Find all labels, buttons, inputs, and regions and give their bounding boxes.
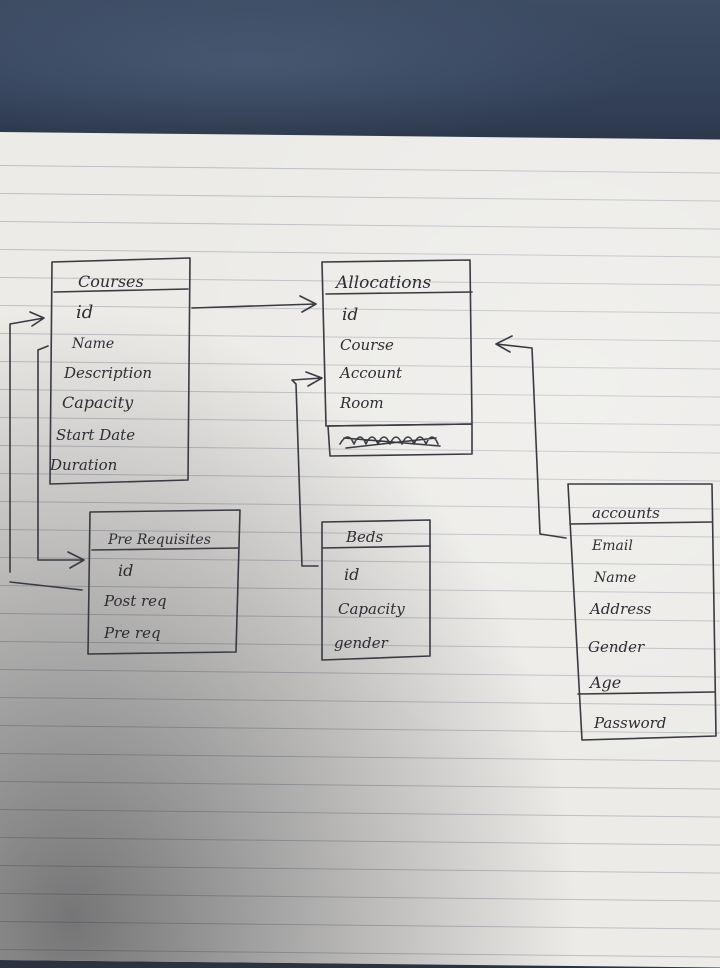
beds-header-line bbox=[321, 545, 431, 549]
accounts-field-address: Address bbox=[588, 600, 652, 618]
accounts-field-email: Email bbox=[591, 538, 633, 554]
prerequisites-field-id: id bbox=[118, 561, 133, 580]
courses-field-name: Name bbox=[71, 336, 114, 352]
allocations-title: Allocations bbox=[334, 273, 431, 293]
beds-field-capacity: Capacity bbox=[338, 600, 405, 618]
prerequisites-field-postreq: Post req bbox=[103, 592, 167, 610]
beds-title: Beds bbox=[345, 528, 384, 546]
arrow-beds-to-allocations bbox=[291, 371, 323, 567]
allocations-lower-box bbox=[327, 423, 473, 457]
accounts-field-name: Name bbox=[593, 570, 636, 586]
accounts-field-gender: Gender bbox=[588, 638, 645, 656]
courses-box bbox=[49, 257, 191, 485]
courses-field-start-date: Start Date bbox=[56, 426, 135, 444]
accounts-header-line bbox=[569, 521, 713, 525]
allocations-field-room: Room bbox=[339, 394, 384, 412]
entity-accounts: accounts Email Name Address Gender Age P… bbox=[567, 483, 717, 741]
arrow-courses-to-allocations bbox=[191, 295, 317, 313]
courses-title: Courses bbox=[78, 272, 144, 291]
accounts-lower-line bbox=[577, 691, 715, 695]
courses-field-id: id bbox=[76, 302, 93, 323]
prerequisites-field-prereq: Pre req bbox=[103, 624, 161, 642]
entity-prerequisites: Pre Requisites id Post req Pre req bbox=[87, 509, 241, 655]
relationship-arrows bbox=[9, 295, 567, 591]
prerequisites-title: Pre Requisites bbox=[107, 532, 211, 548]
entity-beds: Beds id Capacity gender bbox=[321, 519, 431, 661]
arrow-courses-self-id bbox=[9, 311, 45, 573]
beds-box bbox=[321, 519, 431, 661]
accounts-field-password: Password bbox=[593, 714, 666, 732]
accounts-box bbox=[567, 483, 717, 741]
beds-field-gender: gender bbox=[334, 634, 389, 652]
courses-field-description: Description bbox=[63, 364, 152, 382]
line-prerequisites-left bbox=[9, 581, 83, 591]
prerequisites-header-line bbox=[91, 547, 239, 551]
courses-field-duration: Duration bbox=[49, 456, 117, 474]
entity-allocations: Allocations id Course Account Room bbox=[321, 259, 473, 457]
arrow-accounts-to-allocations bbox=[495, 335, 567, 539]
allocations-scribble bbox=[339, 436, 441, 449]
prerequisites-box bbox=[87, 509, 241, 655]
courses-field-capacity: Capacity bbox=[62, 393, 134, 412]
arrow-courses-to-prerequisites bbox=[37, 345, 85, 569]
allocations-field-course: Course bbox=[340, 336, 394, 354]
accounts-field-age: Age bbox=[588, 673, 621, 692]
beds-field-id: id bbox=[344, 565, 359, 584]
accounts-title: accounts bbox=[592, 504, 660, 522]
courses-header-line bbox=[53, 288, 189, 293]
allocations-header-line bbox=[325, 291, 473, 295]
allocations-field-id: id bbox=[342, 305, 358, 325]
allocations-field-account: Account bbox=[338, 364, 403, 382]
entity-courses: Courses id Name Description Capacity Sta… bbox=[49, 257, 191, 485]
